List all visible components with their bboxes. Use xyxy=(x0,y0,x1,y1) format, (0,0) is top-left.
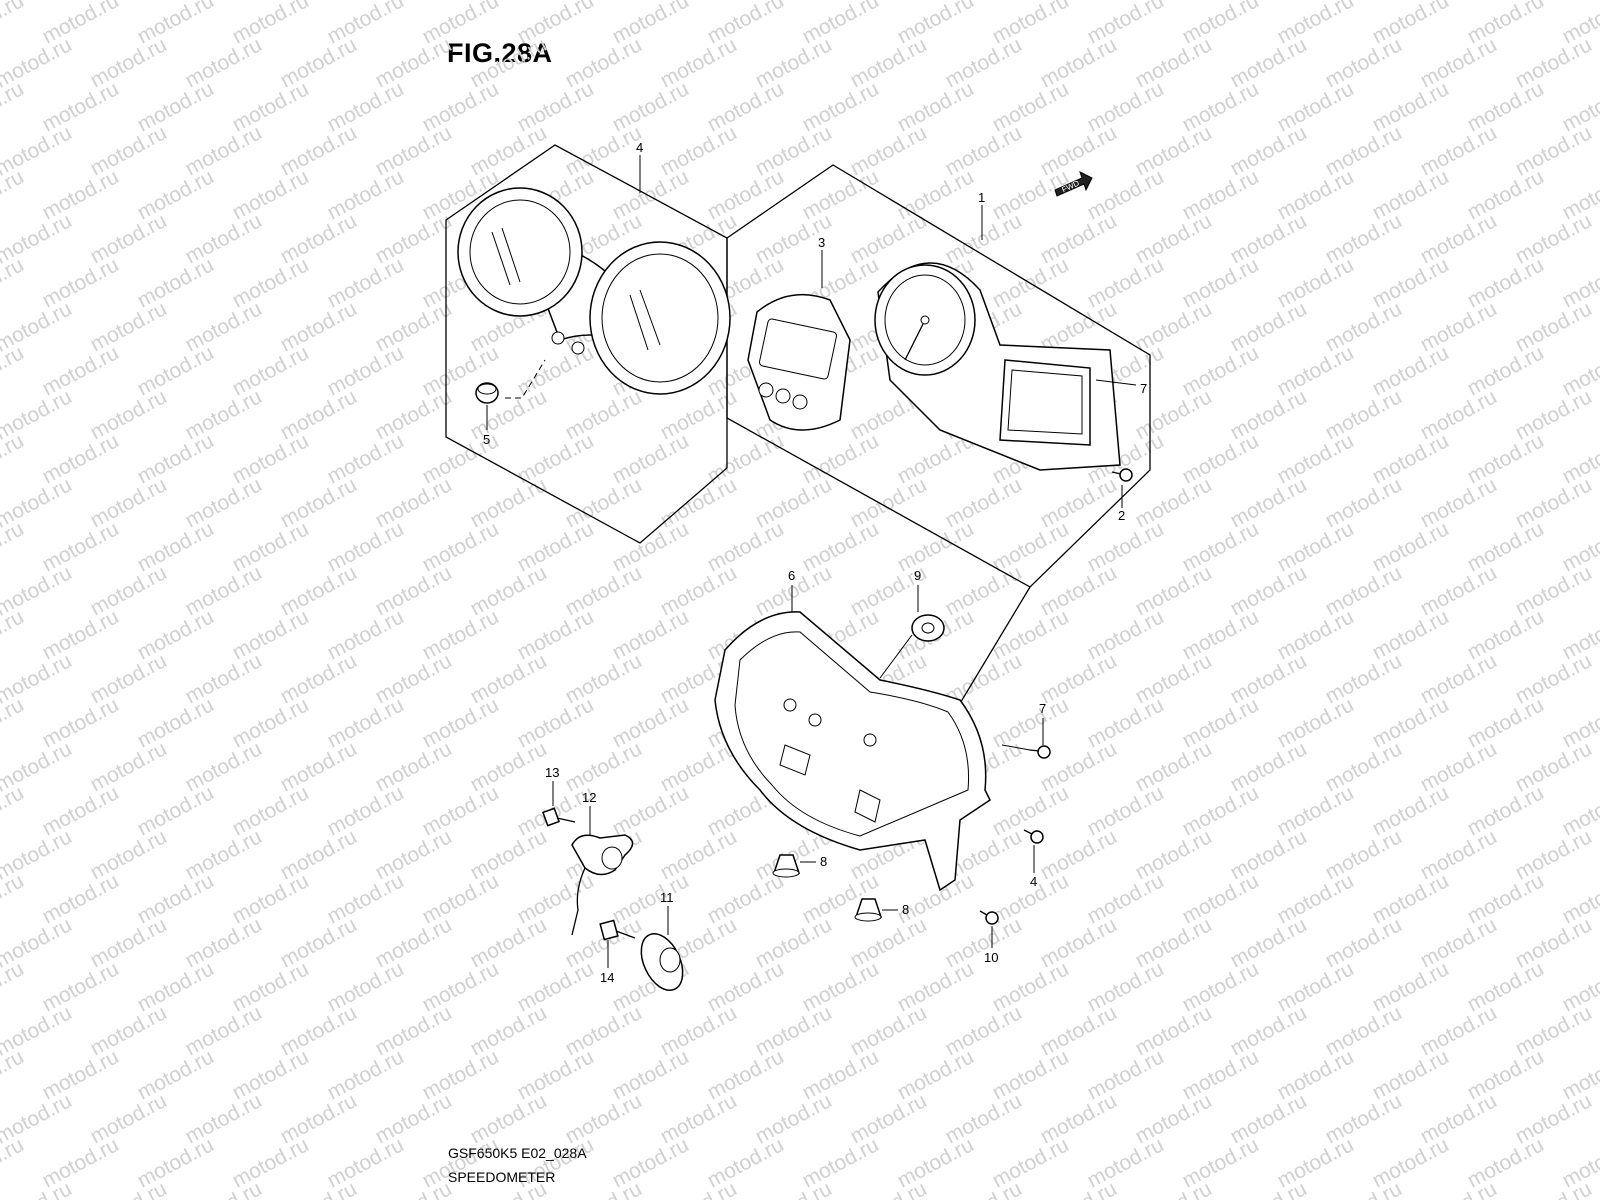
callout-1: 1 xyxy=(978,190,985,205)
watermark-text: motod.ru xyxy=(1132,1177,1216,1200)
watermark-text: motod.ru xyxy=(1322,1177,1406,1200)
leader-knob-dashed xyxy=(505,359,546,399)
watermark-text: motod.ru xyxy=(1512,1177,1596,1200)
meter-body-part xyxy=(874,262,1121,471)
callout-11: 11 xyxy=(660,890,674,905)
watermark-text: motod.ru xyxy=(0,1045,28,1104)
watermark-text: motod.ru xyxy=(1417,1177,1501,1200)
watermark-text: motod.ru xyxy=(657,1177,741,1200)
watermark-text: motod.ru xyxy=(0,165,28,224)
figure-title: FIG.28A xyxy=(447,38,553,68)
cushion-part-upper xyxy=(772,854,801,878)
bolt-14-part xyxy=(599,919,636,941)
watermark-text: motod.ru xyxy=(277,1177,361,1200)
watermark-text: motod.ru xyxy=(0,517,28,576)
screw-4-part xyxy=(1023,829,1044,844)
screw-2-part xyxy=(1111,468,1133,482)
callout-3: 3 xyxy=(818,235,825,250)
watermark-text: motod.ru xyxy=(0,1177,76,1200)
callout-14: 14 xyxy=(600,970,614,985)
meter-assembly-frame xyxy=(726,164,1151,588)
watermark-text: motod.ru xyxy=(942,1177,1026,1200)
callout-4-screw: 4 xyxy=(1030,874,1037,889)
watermark-text: motod.ru xyxy=(0,957,28,1016)
meter-cover-part xyxy=(457,187,731,395)
diagram-caption: SPEEDOMETER xyxy=(448,1169,556,1185)
watermark-text: motod.ru xyxy=(0,0,28,48)
watermark-text: motod.ru xyxy=(0,253,28,312)
screw-7-part xyxy=(1001,744,1051,759)
watermark-text: motod.ru xyxy=(182,1177,266,1200)
watermark-text: motod.ru xyxy=(372,1177,456,1200)
callout-9: 9 xyxy=(914,568,921,583)
watermark-text: motod.ru xyxy=(0,605,28,664)
cushion-part-lower xyxy=(854,898,883,922)
leader-grommet xyxy=(879,634,913,679)
speed-sensor-part xyxy=(571,834,634,936)
grommet-part xyxy=(911,614,945,642)
lcd-panel-part xyxy=(747,293,851,431)
bolt-13-part xyxy=(542,807,576,827)
callout-leaders xyxy=(486,155,1137,968)
watermark-text: motod.ru xyxy=(1037,1177,1121,1200)
callout-numbers: 1 2 3 4 4 5 6 7 7 8 8 9 10 11 12 13 14 xyxy=(483,140,1147,985)
callout-13: 13 xyxy=(545,765,559,780)
watermark-text: motod.ru xyxy=(1227,1177,1311,1200)
callout-4-cover: 4 xyxy=(636,140,643,155)
watermark-text: motod.ru xyxy=(0,693,28,752)
callout-5: 5 xyxy=(483,432,490,447)
watermark-text: motod.ru xyxy=(87,1177,171,1200)
watermark-text: motod.ru xyxy=(0,869,28,928)
meter-case-part xyxy=(714,611,991,892)
sensor-rotor-part xyxy=(640,933,684,991)
callout-8-lower: 8 xyxy=(902,902,909,917)
callout-12: 12 xyxy=(582,790,596,805)
callout-7-body: 7 xyxy=(1140,381,1147,396)
watermark-text: motod.ru xyxy=(847,1177,931,1200)
callout-2: 2 xyxy=(1118,508,1125,523)
callout-7-case: 7 xyxy=(1039,701,1046,716)
watermark-text: motod.ru xyxy=(0,429,28,488)
callout-8-upper: 8 xyxy=(820,854,827,869)
watermark-text: motod.ru xyxy=(0,1133,28,1192)
watermark-text: motod.ru xyxy=(752,1177,836,1200)
callout-6: 6 xyxy=(788,568,795,583)
knob-cap-part xyxy=(475,382,499,404)
screw-10-part xyxy=(979,910,999,925)
watermark-text: motod.ru xyxy=(562,1177,646,1200)
watermark-text: motod.ru xyxy=(0,341,28,400)
callout-10: 10 xyxy=(984,950,998,965)
cover-assembly-frame xyxy=(445,144,728,544)
model-code: GSF650K5 E02_028A xyxy=(448,1145,587,1161)
watermark-text: motod.ru xyxy=(0,77,28,136)
watermark-text: motod.ru xyxy=(0,781,28,840)
